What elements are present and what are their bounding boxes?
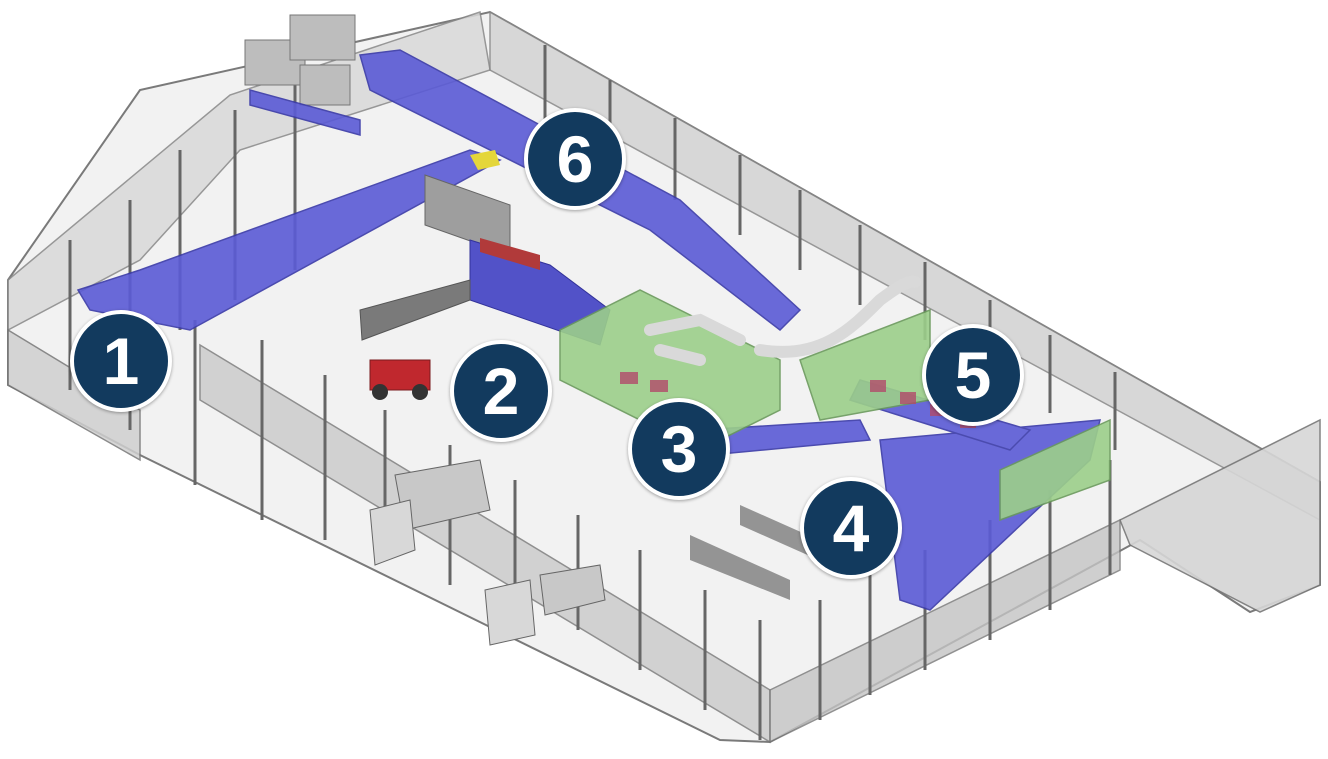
marker-6: 6 [524, 108, 626, 210]
marker-2: 2 [450, 340, 552, 442]
forklift [359, 279, 471, 400]
marker-3: 3 [628, 398, 730, 500]
conveyor-line-1 [76, 149, 502, 331]
hopper-yellow [470, 150, 500, 170]
sorting-platform [559, 289, 1111, 522]
marker-4: 4 [800, 477, 902, 579]
marker-5: 5 [922, 324, 1024, 426]
front-wall-right [769, 518, 1121, 744]
truck-2 [484, 564, 606, 646]
annex-room [1119, 418, 1321, 613]
marker-1: 1 [70, 310, 172, 412]
truck-1 [369, 459, 491, 566]
conveyor-feeder [249, 89, 361, 136]
storage-racks [244, 14, 356, 106]
shredder-bunker [424, 174, 611, 346]
air-ducts [644, 275, 921, 366]
